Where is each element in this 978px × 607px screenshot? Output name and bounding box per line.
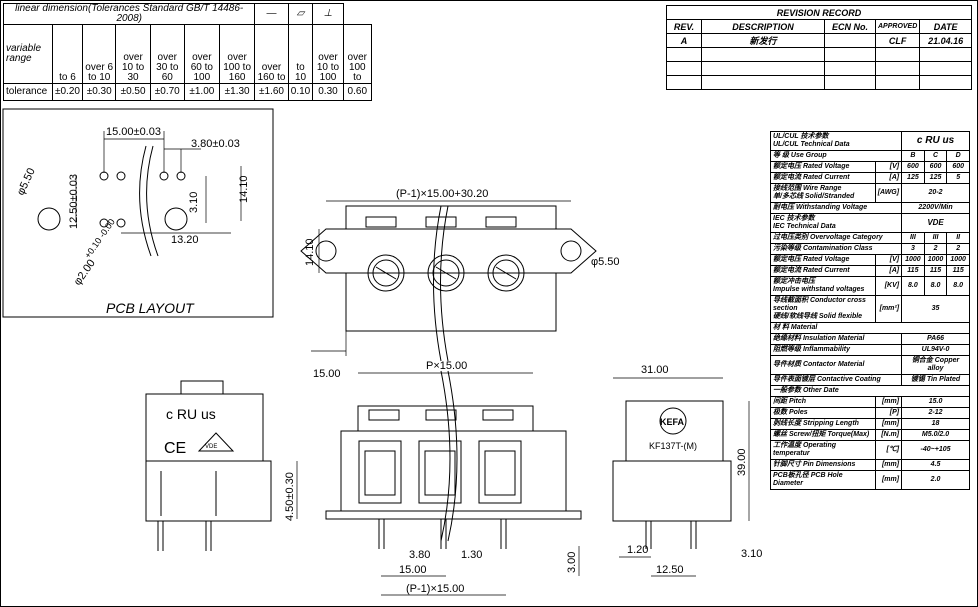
pcb-layout-frame [2,108,274,318]
pcb-dim-1320: 13.20 [171,234,199,246]
value: 35 [901,295,970,323]
range-cell: over 60 to 100 [183,24,220,84]
pcb-dim-310: 3.10 [188,192,200,213]
left-view [145,380,272,551]
tol-value: ±0.20 [52,83,83,101]
side-dim-120: 1.20 [627,544,648,556]
side-dim-3900: 39.00 [736,448,748,476]
side-dim-1250: 12.50 [656,564,684,576]
side-dim-310: 3.10 [741,548,762,560]
top-dim-pitch: (P-1)×15.00+30.20 [396,188,488,200]
wire-entry [418,440,462,504]
pcb-layout-view [2,108,274,318]
pcb-pin-hole [99,171,109,181]
pcb-dim-pitch: 15.00±0.03 [106,126,161,138]
top-view-outline [300,205,597,332]
front-dim-130: 1.30 [461,549,482,561]
pcb-dim-380: 3.80±0.03 [191,138,240,150]
tol-value: ±0.70 [149,83,185,101]
break-line [447,370,458,542]
break-line [146,145,159,257]
left-vde-mark: VDE [205,444,217,450]
revision-record-table: REVISION RECORD REV. DESCRIPTION ECN No.… [666,5,972,90]
screw-head [487,254,525,292]
value: 2.0 [901,470,970,490]
top-dim-1410: 14.10 [304,238,316,266]
range-label: variable range [3,24,53,84]
tol-value: 0.30 [312,83,344,101]
pcb-mount-hole [164,207,188,231]
screw-head [427,254,465,292]
pcb-dim-1410: 14.10 [238,175,250,203]
value: 600 [946,161,970,173]
range-cell: over 100 to [342,24,373,84]
mount-hole [560,240,582,262]
pcb-pin-hole [99,218,109,228]
side-view [612,377,750,577]
unit: [mm] [874,470,903,490]
front-dim-p1: (P-1)×15.00 [406,583,464,595]
pcb-layout-title: PCB LAYOUT [106,300,195,316]
tol-value: ±0.30 [81,83,117,101]
pcb-pin-hole [116,218,126,228]
front-body [340,430,567,512]
pcb-mount-hole [37,207,61,231]
break-line [139,145,152,257]
screw-head [367,254,405,292]
rev-cell [919,75,972,90]
front-dim-300: 3.00 [566,552,578,573]
vde-triangle [197,432,235,452]
top-dim-550: φ5.50 [591,256,620,268]
tolerance-label: tolerance [3,83,53,101]
pcb-pin-hole [176,171,186,181]
kefa-logo-icon [659,407,687,435]
left-view-outline [145,380,272,522]
side-brand: KEFA [660,417,685,427]
tol-value: 0.60 [342,83,373,101]
pcb-dim-hole: φ2.00 [72,257,98,287]
front-view [296,370,582,596]
pcb-dim-550: φ5.50 [15,166,38,197]
break-line [433,205,442,362]
pcb-dim-1250: 12.50±0.03 [68,174,80,229]
pcb-pin-hole [116,171,126,181]
range-cell: over 6 to 10 [81,24,117,84]
front-dim-450: 4.50±0.30 [284,472,296,521]
range-cell: to 6 [52,24,83,84]
rev-cell [874,75,921,90]
range-cell: to 10 [287,24,314,84]
break-line [440,205,449,362]
unit: [N.m] [874,429,903,441]
wire-entry [478,440,522,504]
pcb-pin-hole [159,171,169,181]
tol-value: ±1.60 [254,83,289,101]
left-ce-mark: CE [164,440,186,457]
front-dim-p15: P×15.00 [426,360,467,372]
mount-hole [315,240,337,262]
range-cell: over 30 to 60 [149,24,185,84]
wire-entry [358,440,402,504]
side-model: KF137T-(M) [649,441,697,451]
tol-value: ±1.00 [183,83,220,101]
left-ul-logo: c RU us [166,406,216,422]
top-dim-15: 15.00 [313,368,341,380]
top-view [300,200,597,362]
front-dim-15: 15.00 [399,564,427,576]
tolerance-table: linear dimension(Tolerances Standard GB/… [2,3,373,101]
break-line [440,370,451,542]
side-view-outline [612,400,732,522]
front-dim-380: 3.80 [409,549,430,561]
side-dim-3100: 31.00 [641,364,669,376]
